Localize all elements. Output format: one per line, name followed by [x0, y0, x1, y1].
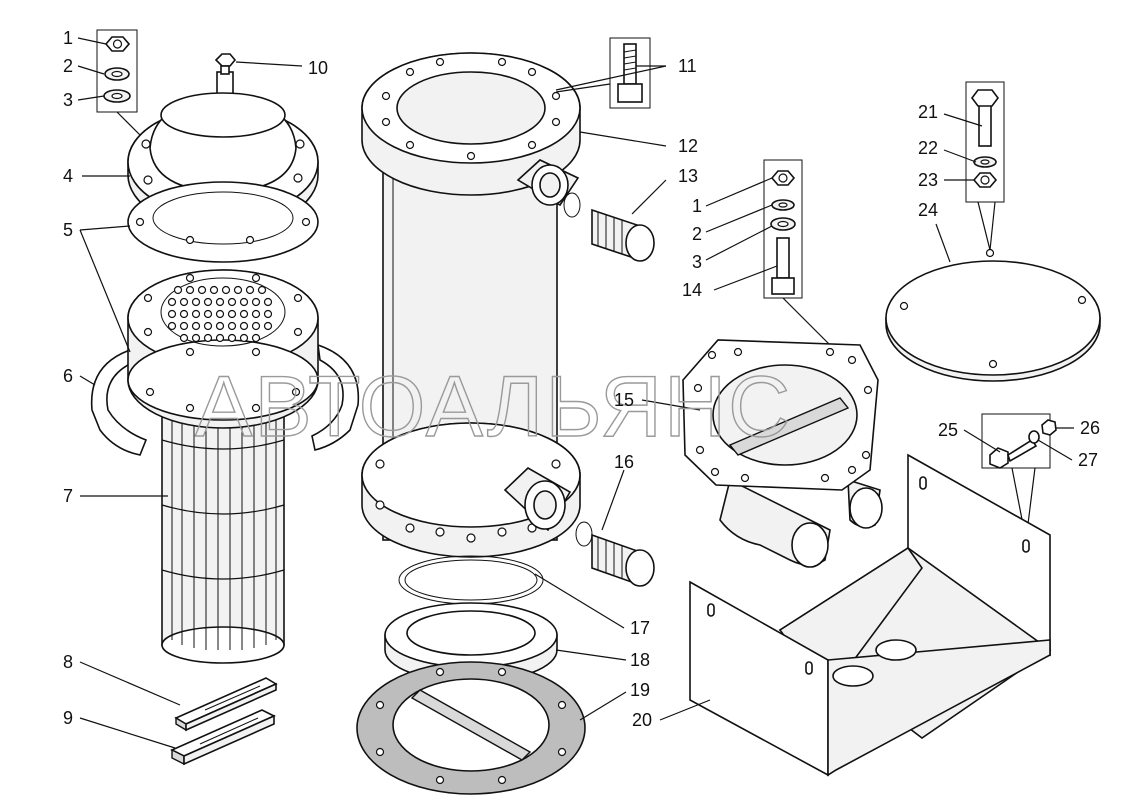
callout-24: 24: [918, 200, 938, 220]
callout-22: 22: [918, 138, 938, 158]
watermark-text: АВТОАЛЬЯНС: [195, 359, 792, 455]
washer-part-27: [1028, 430, 1040, 444]
mounting-bracket-part-20: [689, 453, 1052, 777]
cover-flange-part-4: [127, 92, 319, 231]
callout-7: 7: [63, 486, 73, 506]
callout-12: 12: [678, 136, 698, 156]
callout-21: 21: [918, 102, 938, 122]
right-parts-assembly: [682, 81, 1101, 777]
callout-6: 6: [63, 366, 73, 386]
callout-2-left: 2: [63, 56, 73, 76]
bolt-part-25: [989, 438, 1038, 469]
gasket-part-5-upper: [127, 181, 319, 263]
callout-10: 10: [308, 58, 328, 78]
callout-26: 26: [1080, 418, 1100, 438]
filter-housing-assembly: [356, 37, 655, 795]
callout-19: 19: [630, 680, 650, 700]
callout-3-right: 3: [692, 252, 702, 272]
base-gasket-part-19: [356, 661, 586, 795]
cover-plate-part-24: [885, 248, 1101, 382]
left-cover-assembly: [90, 29, 360, 766]
threaded-fitting-part-16: [575, 521, 655, 587]
seal-strip-part-9: [170, 709, 276, 766]
callout-1-left: 1: [63, 28, 73, 48]
callout-3-left: 3: [63, 90, 73, 110]
callout-14: 14: [682, 280, 702, 300]
o-ring-part-17: [398, 555, 544, 605]
clamp-bracket-part-6: [90, 343, 360, 456]
callout-8: 8: [63, 652, 73, 672]
lower-port-boss: [503, 467, 572, 532]
callout-5: 5: [63, 220, 73, 240]
tube-plate-part-5-lower: [127, 269, 319, 429]
callout-4: 4: [63, 166, 73, 186]
callout-2-right: 2: [692, 224, 702, 244]
callout-13: 13: [678, 166, 698, 186]
callout-27: 27: [1078, 450, 1098, 470]
bolt-11-frame: [609, 37, 651, 109]
seal-strip-part-8: [174, 677, 278, 732]
callout-25: 25: [938, 420, 958, 440]
callout-18: 18: [630, 650, 650, 670]
callout-16: 16: [614, 452, 634, 472]
callout-9: 9: [63, 708, 73, 728]
callout-11: 11: [678, 56, 697, 76]
nut-part-26: [1041, 419, 1057, 436]
callout-labels: 1 2 3 4 5 6 7 8 9 10 11 12 13 1 2 3 14 1…: [63, 28, 1100, 730]
upper-port-boss: [516, 159, 580, 207]
outlet-adapter-part-15: [682, 339, 883, 568]
callout-17: 17: [630, 618, 650, 638]
callout-1-right: 1: [692, 196, 702, 216]
bolt-stack-frame: [965, 81, 1005, 203]
bolt-part-11: [617, 43, 643, 103]
threaded-fitting-part-13: [563, 192, 655, 262]
callout-23: 23: [918, 170, 938, 190]
callout-15: 15: [614, 390, 634, 410]
leader-lines: [77, 37, 1074, 749]
callout-20: 20: [632, 710, 652, 730]
